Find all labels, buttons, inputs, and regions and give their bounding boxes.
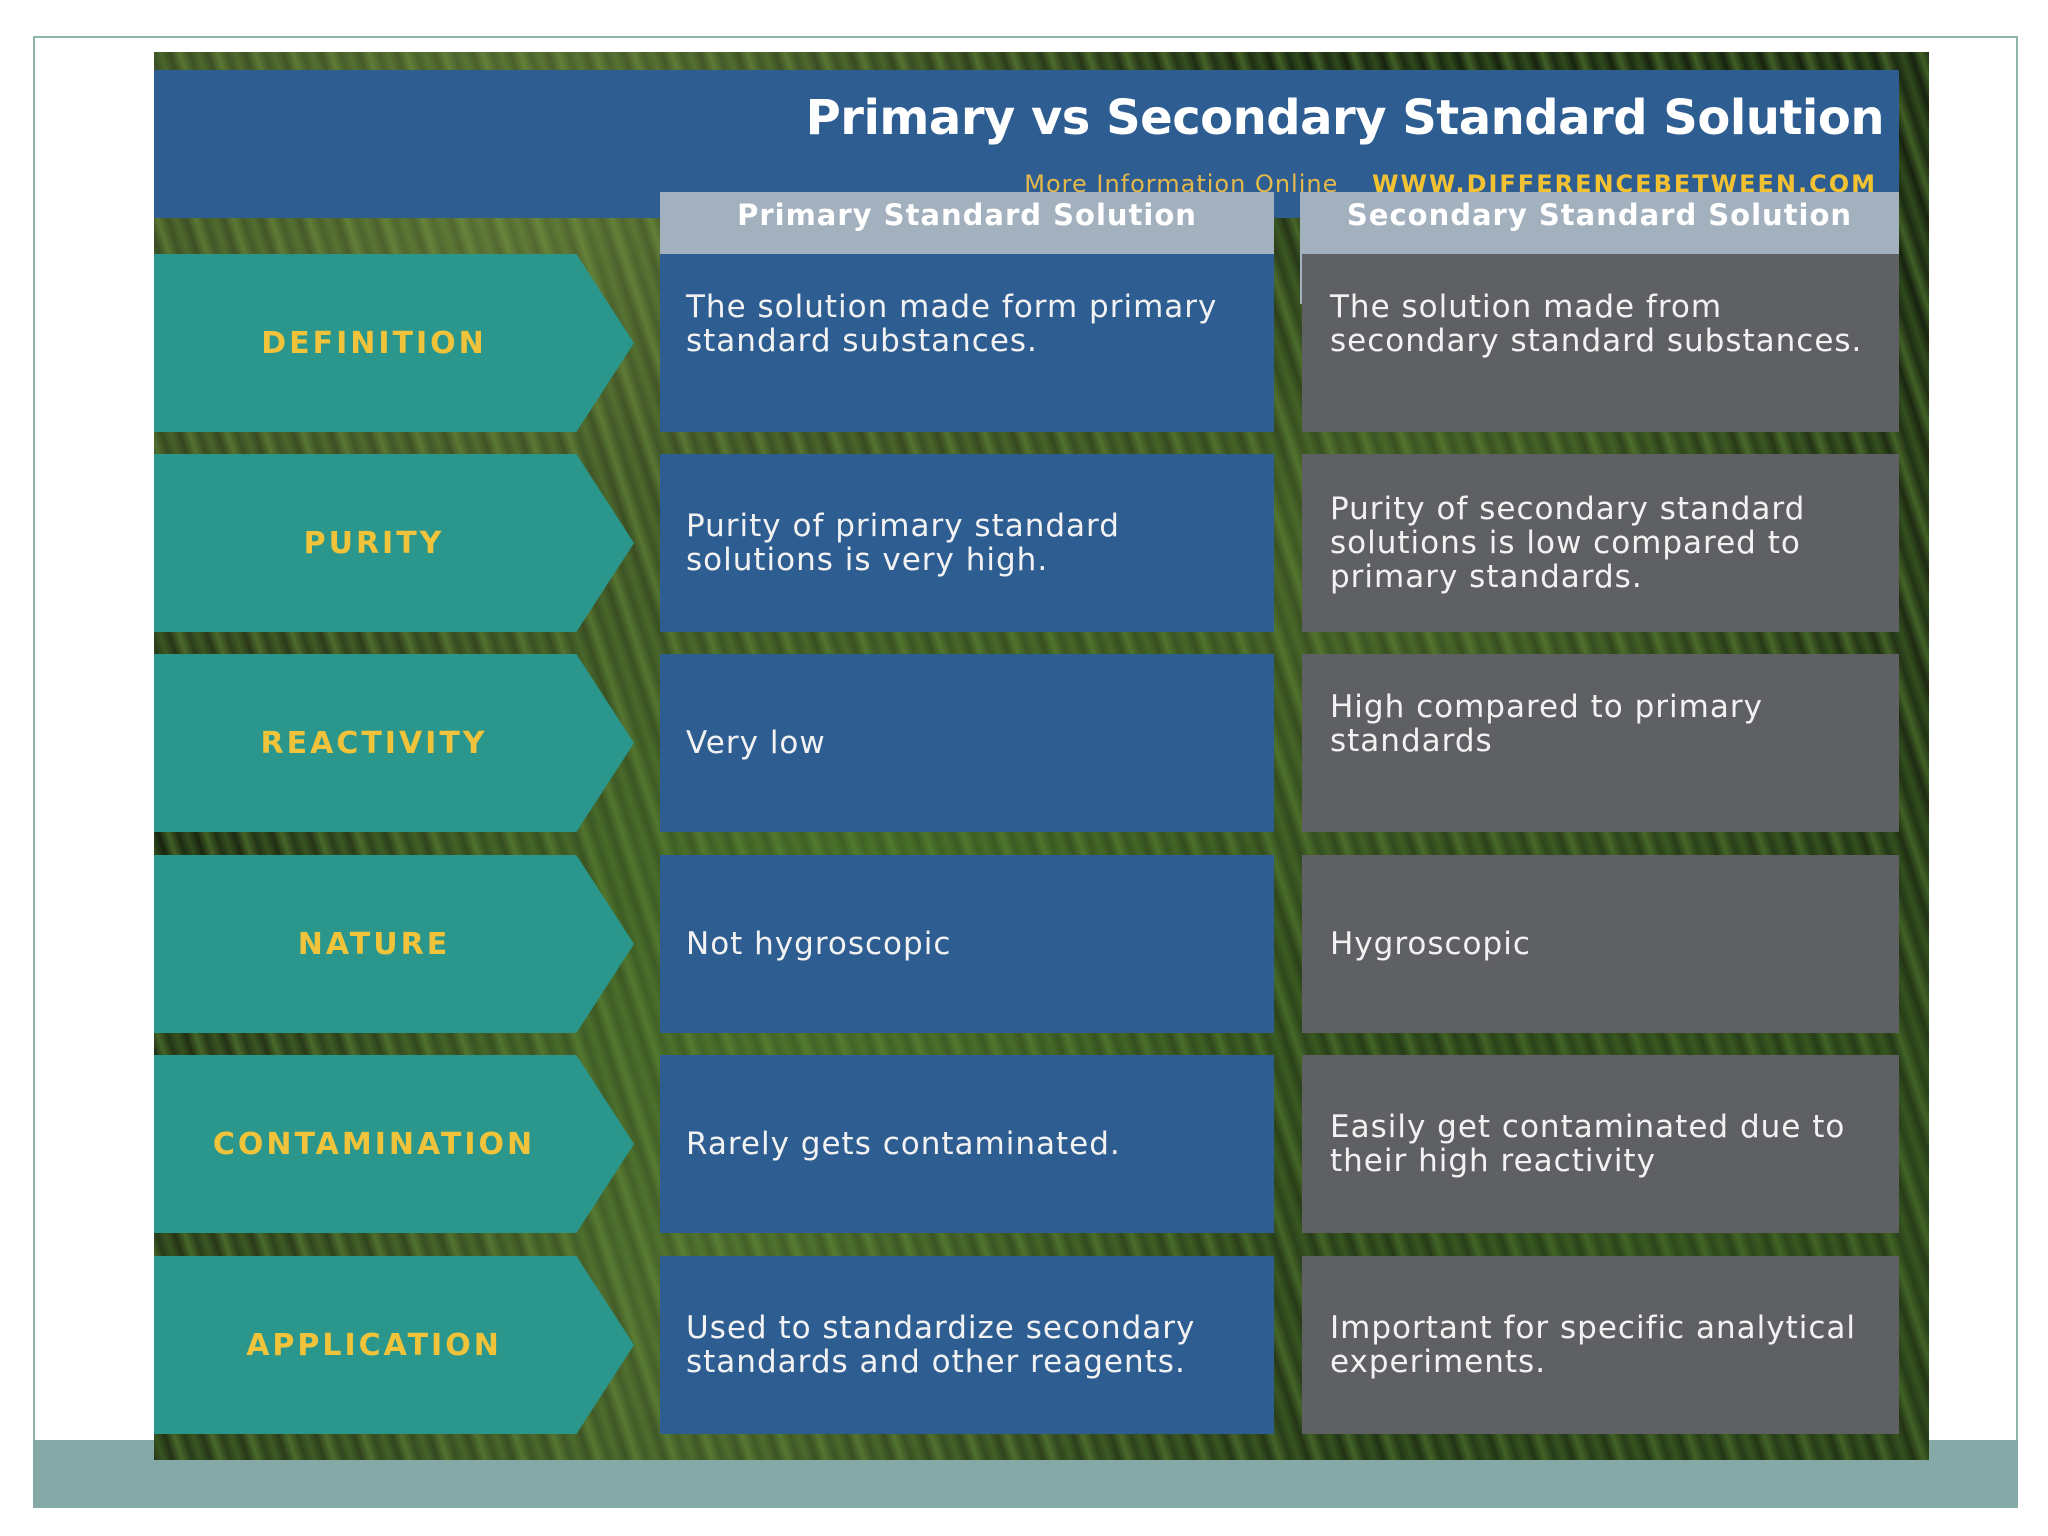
cell-text: Purity of secondary standard solutions i… <box>1330 491 1806 595</box>
cell-secondary-reactivity: High compared to primary standards <box>1302 654 1899 832</box>
cell-primary-application: Used to standardize secondary standards … <box>660 1256 1274 1434</box>
row-label-purity: PURITY <box>154 454 634 632</box>
row-label-nature: NATURE <box>154 855 634 1033</box>
row-label-reactivity: REACTIVITY <box>154 654 634 832</box>
cell-primary-purity: Purity of primary standard solutions is … <box>660 454 1274 632</box>
cell-text: Hygroscopic <box>1330 926 1531 962</box>
cell-text: High compared to primary standards <box>1330 689 1763 759</box>
cell-text: Used to standardize secondary standards … <box>686 1310 1196 1380</box>
row-label-definition: DEFINITION <box>154 254 634 432</box>
cell-primary-contamination: Rarely gets contaminated. <box>660 1055 1274 1233</box>
cell-text: Purity of primary standard solutions is … <box>686 508 1120 578</box>
row-label-application: APPLICATION <box>154 1256 634 1434</box>
cell-secondary-purity: Purity of secondary standard solutions i… <box>1302 454 1899 632</box>
cell-primary-nature: Not hygroscopic <box>660 855 1274 1033</box>
comparison-infographic: Primary vs Secondary Standard Solution M… <box>154 52 1929 1460</box>
cell-secondary-nature: Hygroscopic <box>1302 855 1899 1033</box>
row-label-text: PURITY <box>303 525 445 561</box>
row-label-text: CONTAMINATION <box>212 1126 536 1162</box>
cell-text: Not hygroscopic <box>686 926 952 962</box>
column-header-secondary-label: Secondary Standard Solution <box>1346 198 1853 232</box>
cell-primary-reactivity: Very low <box>660 654 1274 832</box>
cell-text: The solution made form primary standard … <box>686 289 1218 359</box>
row-label-text: APPLICATION <box>246 1327 502 1363</box>
cell-secondary-contamination: Easily get contaminated due to their hig… <box>1302 1055 1899 1233</box>
cell-text: Important for specific analytical experi… <box>1330 1310 1857 1380</box>
row-label-text: DEFINITION <box>261 325 487 361</box>
row-label-text: NATURE <box>297 926 451 962</box>
cell-text: Rarely gets contaminated. <box>686 1126 1121 1162</box>
cell-text: Very low <box>686 725 826 761</box>
row-label-text: REACTIVITY <box>260 725 488 761</box>
infographic-title: Primary vs Secondary Standard Solution <box>805 90 1885 146</box>
cell-text: Easily get contaminated due to their hig… <box>1330 1109 1846 1179</box>
cell-secondary-application: Important for specific analytical experi… <box>1302 1256 1899 1434</box>
cell-secondary-definition: The solution made from secondary standar… <box>1302 254 1899 432</box>
cell-primary-definition: The solution made form primary standard … <box>660 254 1274 432</box>
cell-text: The solution made from secondary standar… <box>1330 289 1863 359</box>
column-header-primary-label: Primary Standard Solution <box>737 198 1197 232</box>
row-label-contamination: CONTAMINATION <box>154 1055 634 1233</box>
